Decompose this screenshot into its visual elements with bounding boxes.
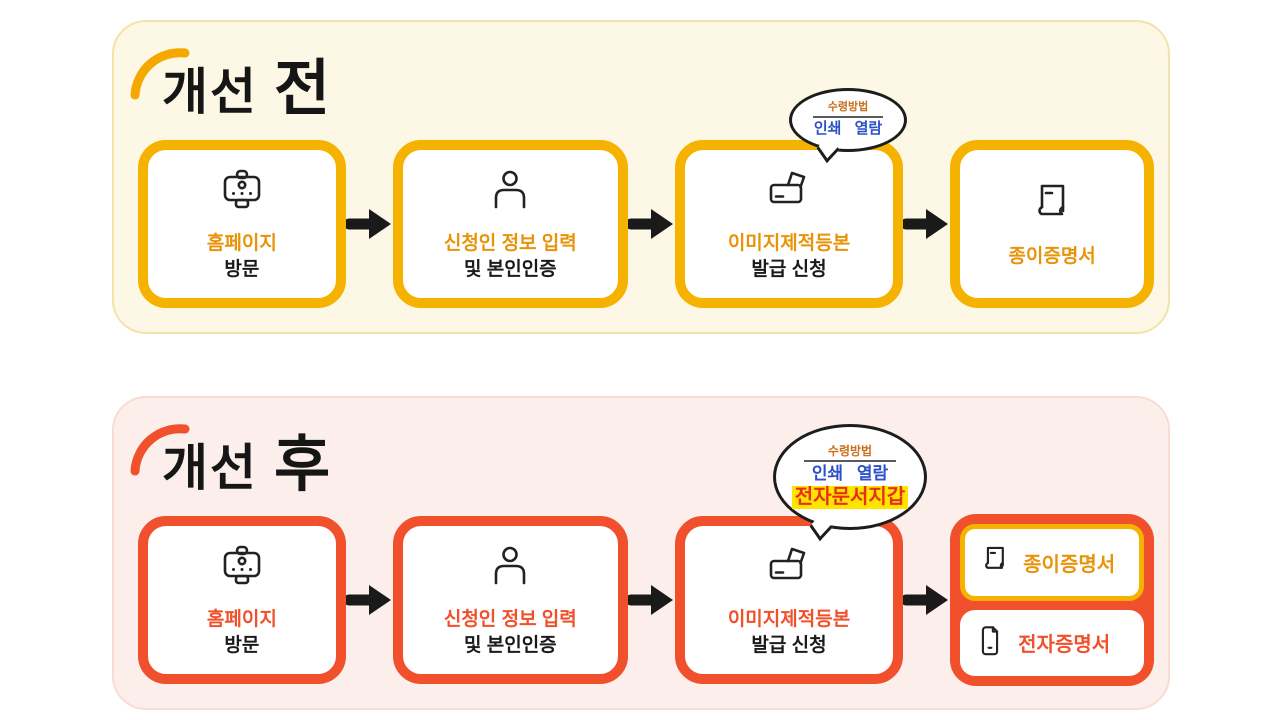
- step-label-line2: 및 본인인증: [463, 634, 557, 656]
- paper-certificate-icon: [978, 543, 1012, 582]
- step-label-line1: 이미지제적등본: [727, 232, 851, 254]
- before-title-em: 전: [274, 53, 333, 124]
- flow-arrow-icon: [903, 206, 950, 242]
- homepage-icon: [218, 166, 266, 219]
- step-label-line1: 신청인 정보 입력: [443, 232, 577, 254]
- before-title: 개선 전: [162, 38, 332, 127]
- bubble-header: 수령방법: [827, 101, 869, 114]
- bubble-divider: [813, 116, 883, 119]
- paper-certificate-icon: [1028, 179, 1076, 232]
- printer-icon: [765, 166, 813, 219]
- person-icon: [486, 542, 534, 595]
- step-label-line2: 및 본인인증: [463, 258, 557, 280]
- step-issue-request: 이미지제적등본 발급 신청: [674, 516, 904, 684]
- step-label-line1: 홈페이지: [206, 232, 277, 254]
- step-applicant-info: 신청인 정보 입력 및 본인인증: [392, 516, 628, 684]
- step-label-line2: 발급 신청: [751, 634, 827, 656]
- person-icon: [486, 166, 534, 219]
- flow-arrow-icon: [345, 582, 393, 618]
- before-flow: 홈페이지 방문 신청인 정보 입력 및 본인인증: [138, 138, 1154, 310]
- output-paper-certificate: 종이증명서: [960, 524, 1144, 601]
- after-title-em: 후: [274, 429, 333, 500]
- after-flow: 홈페이지 방문 신청인 정보 입력 및 본인인증: [138, 514, 1154, 686]
- receive-method-bubble: 수령방법 인쇄 열람 전자문서지갑: [773, 424, 927, 530]
- step-label-line1: 신청인 정보 입력: [443, 608, 577, 630]
- bubble-highlight-option: 전자문서지갑: [791, 486, 909, 510]
- certificate-outputs-group: 종이증명서 전자증명서: [950, 514, 1154, 686]
- title-arc-decoration: [128, 38, 194, 109]
- after-panel: 개선 후 수령방법 인쇄 열람 전자문서지갑 홈페이지 방문: [112, 396, 1170, 710]
- flow-arrow-icon: [345, 206, 393, 242]
- title-arc-decoration: [128, 414, 194, 485]
- step-label-line1: 이미지제적등본: [727, 608, 851, 630]
- flow-arrow-icon: [627, 582, 675, 618]
- before-title-main: 개선: [162, 62, 258, 121]
- receive-method-bubble: 수령방법 인쇄 열람: [789, 88, 907, 152]
- step-homepage-visit: 홈페이지 방문: [138, 516, 346, 684]
- after-title-main: 개선: [162, 438, 258, 497]
- step-homepage-visit: 홈페이지 방문: [138, 140, 346, 308]
- after-title: 개선 후: [162, 414, 332, 503]
- step-issue-request: 이미지제적등본 발급 신청: [674, 140, 904, 308]
- bubble-options: 인쇄 열람: [813, 120, 883, 138]
- mobile-certificate-icon: [973, 623, 1007, 662]
- step-label-line1: 종이증명서: [1008, 245, 1096, 267]
- step-label-line2: 방문: [224, 258, 260, 280]
- step-paper-certificate: 종이증명서: [950, 140, 1154, 308]
- bubble-options: 인쇄 열람: [811, 463, 889, 483]
- homepage-icon: [218, 542, 266, 595]
- output-label: 전자증명서: [1018, 634, 1111, 657]
- bubble-header: 수령방법: [827, 443, 873, 458]
- step-label-line2: 방문: [224, 634, 260, 656]
- flow-arrow-icon: [903, 582, 950, 618]
- before-panel: 개선 전 수령방법 인쇄 열람 홈페이지 방문: [112, 20, 1170, 334]
- flow-arrow-icon: [627, 206, 675, 242]
- step-label-line2: 발급 신청: [751, 258, 827, 280]
- printer-icon: [765, 542, 813, 595]
- step-applicant-info: 신청인 정보 입력 및 본인인증: [392, 140, 628, 308]
- output-electronic-certificate: 전자증명서: [960, 609, 1144, 676]
- bubble-divider: [804, 459, 896, 462]
- output-label: 종이증명서: [1023, 553, 1116, 576]
- step-label-line1: 홈페이지: [206, 608, 277, 630]
